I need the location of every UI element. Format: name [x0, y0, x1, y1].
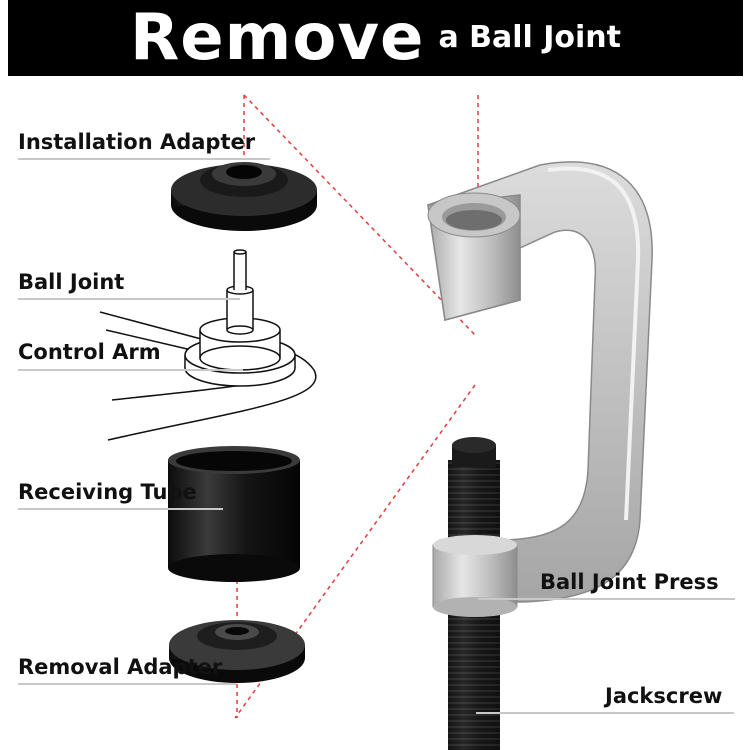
- leader-ball-joint-press: [478, 598, 735, 600]
- title-banner: Remove a Ball Joint: [8, 0, 743, 76]
- ball-joint-part: [99, 249, 317, 441]
- label-control-arm: Control Arm: [18, 340, 161, 364]
- ball-joint-press-part: [427, 161, 653, 603]
- jackscrew-part: [432, 437, 518, 750]
- leader-removal-adapter: [18, 683, 236, 685]
- label-installation-adapter: Installation Adapter: [18, 130, 256, 154]
- leader-receiving-tube: [18, 508, 223, 510]
- installation-adapter-part: [171, 162, 317, 231]
- label-jackscrew: Jackscrew: [605, 684, 723, 708]
- receiving-tube-part: [168, 446, 300, 582]
- leader-installation-adapter: [18, 158, 270, 160]
- leader-ball-joint: [18, 298, 240, 300]
- alignment-guides: [234, 94, 479, 719]
- title-main: Remove: [129, 1, 425, 75]
- leader-control-arm: [18, 369, 243, 371]
- leader-jackscrew: [476, 712, 734, 714]
- label-removal-adapter: Removal Adapter: [18, 655, 223, 679]
- label-ball-joint-press: Ball Joint Press: [540, 570, 719, 594]
- label-receiving-tube: Receiving Tube: [18, 480, 197, 504]
- label-ball-joint: Ball Joint: [18, 270, 125, 294]
- title-sub: a Ball Joint: [438, 20, 622, 55]
- removal-adapter-part: [169, 620, 305, 683]
